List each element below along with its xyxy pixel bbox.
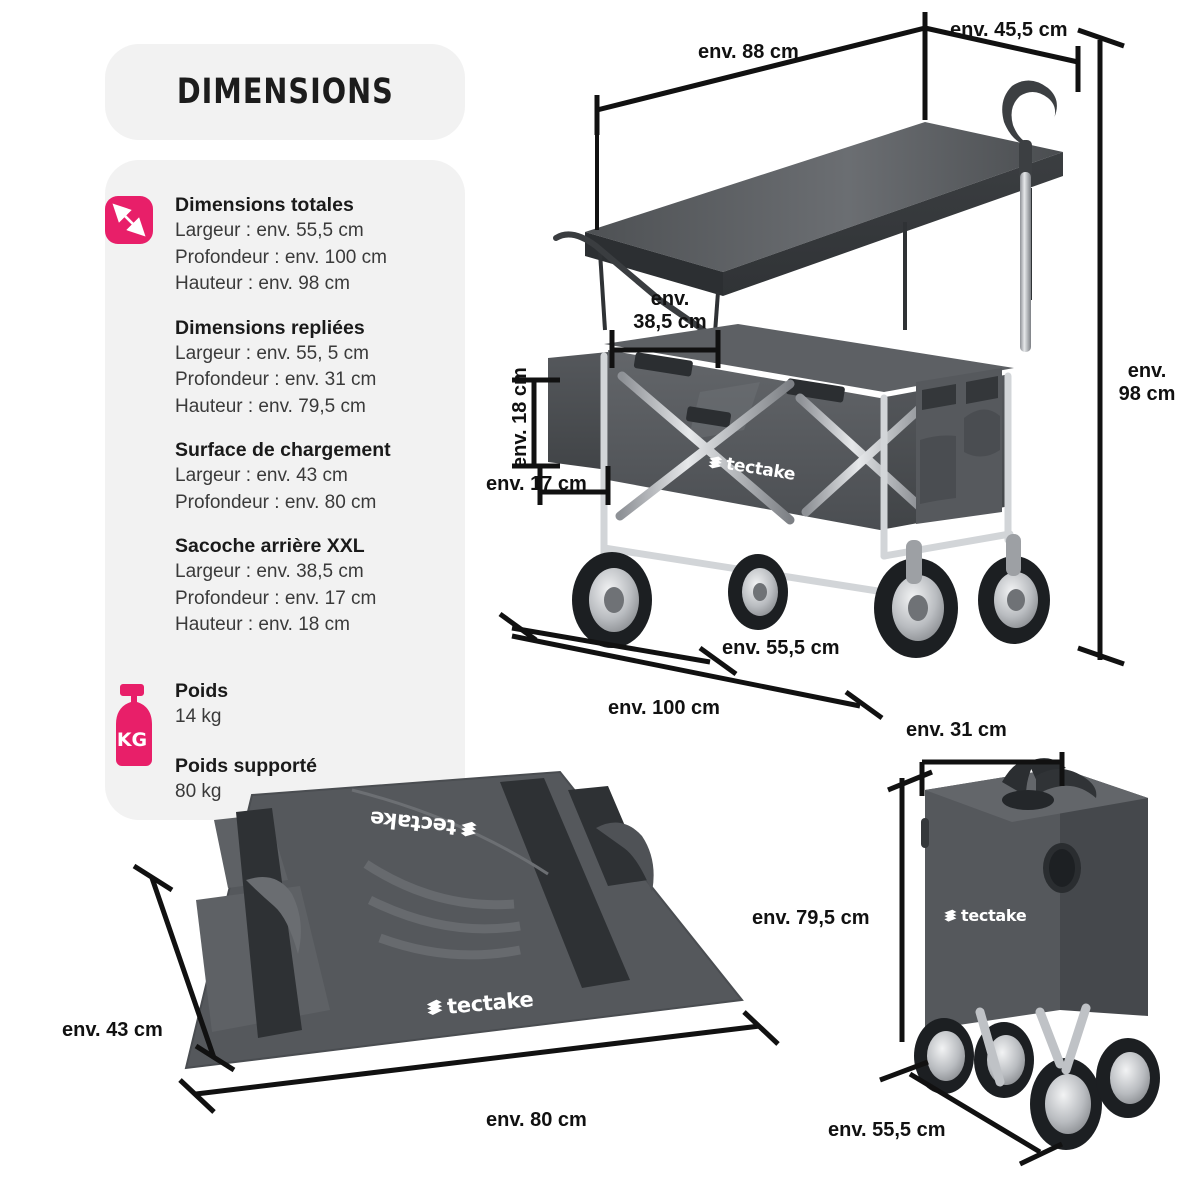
- brand-logo-folded: tectake: [942, 906, 1027, 925]
- canopy-supports: [598, 188, 1032, 361]
- spec-text: Dimensions totales Largeur : env. 55,5 c…: [167, 192, 391, 656]
- spec-row-weight: KG Poids 14 kg Poids supporté 80 kg: [105, 678, 465, 822]
- spec-line: Profondeur : env. 80 cm: [175, 491, 377, 513]
- spec-line: 14 kg: [175, 706, 222, 727]
- tectake-wordmark: tectake: [961, 906, 1027, 925]
- tectake-mark-icon: [944, 909, 957, 922]
- spec-group-2: Surface de chargement Largeur : env. 43 …: [175, 437, 391, 516]
- spec-row-dimensions: Dimensions totales Largeur : env. 55,5 c…: [105, 192, 465, 656]
- dim-bag-depth: env. 17 cm: [486, 473, 587, 495]
- canopy: [585, 122, 1063, 296]
- spec-line: Profondeur : env. 31 cm: [175, 369, 377, 390]
- dim-folded-depth: env. 31 cm: [906, 719, 1007, 741]
- svg-text:KG: KG: [117, 729, 147, 751]
- dim-flat-length: env. 80 cm: [486, 1109, 587, 1131]
- x-frame: [615, 371, 943, 525]
- dim-bag-width: env. 38,5 cm: [620, 288, 720, 334]
- dim-folded-height: env. 79,5 cm: [752, 907, 870, 929]
- spec-line: Hauteur : env. 79,5 cm: [175, 395, 366, 417]
- dimension-lines-folded: [879, 752, 1065, 1167]
- dim-bag-width-l1: env.: [650, 288, 690, 310]
- dimension-arrow-icon: [105, 196, 153, 244]
- tectake-wordmark: tectake: [446, 987, 535, 1019]
- wagon-body: [548, 324, 1014, 530]
- brand-logo-flat-top: tectake: [369, 806, 480, 841]
- spec-line: Profondeur : env. 17 cm: [175, 587, 377, 609]
- spec-group-1: Dimensions repliées Largeur : env. 55, 5…: [175, 315, 391, 421]
- dim-total-height: env. 98 cm: [1108, 360, 1186, 406]
- weight-item-1: Poids supporté 80 kg: [175, 753, 317, 806]
- weight-text: Poids 14 kg Poids supporté 80 kg: [167, 678, 317, 822]
- spec-title: Dimensions repliées: [175, 316, 365, 339]
- dim-base-width: env. 55,5 cm: [722, 637, 840, 659]
- folded-body: [921, 758, 1148, 1030]
- dim-total-height-l2: 98 cm: [1118, 383, 1176, 405]
- spec-line: Hauteur : env. 18 cm: [175, 614, 350, 635]
- title-panel: DIMENSIONS: [105, 44, 465, 140]
- folded-wheels: [914, 1003, 1160, 1150]
- pull-handle: [1002, 80, 1057, 352]
- spec-group-3: Sacoche arrière XXL Largeur : env. 38,5 …: [175, 533, 391, 639]
- weight-icon-wrap: KG: [105, 678, 167, 822]
- spec-line: Largeur : env. 43 cm: [175, 465, 348, 486]
- spec-title: Poids supporté: [175, 754, 317, 777]
- dim-bag-height: env. 18 cm: [509, 367, 531, 468]
- dimension-lines-main: [498, 12, 1125, 721]
- tectake-mark-icon: [708, 456, 723, 468]
- kg-bottle-icon: KG: [105, 682, 159, 766]
- frame-rails: [600, 352, 1014, 596]
- spec-title: Poids: [175, 680, 229, 702]
- dim-base-depth: env. 100 cm: [608, 697, 720, 719]
- tectake-mark-icon: [460, 821, 477, 837]
- dim-bag-width-l2: 38,5 cm: [633, 311, 707, 333]
- dimension-lines-flat: [132, 863, 780, 1114]
- spec-title: Sacoche arrière XXL: [175, 535, 365, 557]
- weight-item-0: Poids 14 kg: [175, 678, 317, 731]
- brand-logo-wagon: tectake: [705, 451, 797, 485]
- spec-title: Dimensions totales: [175, 194, 354, 216]
- spec-line: Hauteur : env. 98 cm: [175, 273, 350, 294]
- spec-line: Largeur : env. 38,5 cm: [175, 561, 364, 582]
- spec-line: 80 kg: [175, 780, 222, 802]
- tectake-mark-icon: [426, 999, 443, 1016]
- spec-icon-wrap: [105, 192, 167, 656]
- specifications-panel: [105, 160, 465, 820]
- page-title: DIMENSIONS: [176, 72, 394, 112]
- spec-line: Largeur : env. 55,5 cm: [175, 220, 364, 241]
- spec-line: Largeur : env. 55, 5 cm: [175, 342, 369, 364]
- tectake-wordmark: tectake: [724, 454, 797, 485]
- spec-line: Profondeur : env. 100 cm: [175, 246, 387, 268]
- dim-canopy-length: env. 88 cm: [698, 41, 799, 63]
- dim-folded-width: env. 55,5 cm: [828, 1119, 946, 1141]
- spec-group-0: Dimensions totales Largeur : env. 55,5 c…: [175, 192, 391, 298]
- dim-flat-width: env. 43 cm: [62, 1019, 163, 1041]
- brand-logo-flat-bottom: tectake: [423, 987, 534, 1020]
- dim-total-height-l1: env.: [1127, 360, 1167, 382]
- spec-title: Surface de chargement: [175, 439, 391, 461]
- rear-xxl-bag: [916, 368, 1002, 524]
- dim-canopy-width: env. 45,5 cm: [950, 19, 1068, 41]
